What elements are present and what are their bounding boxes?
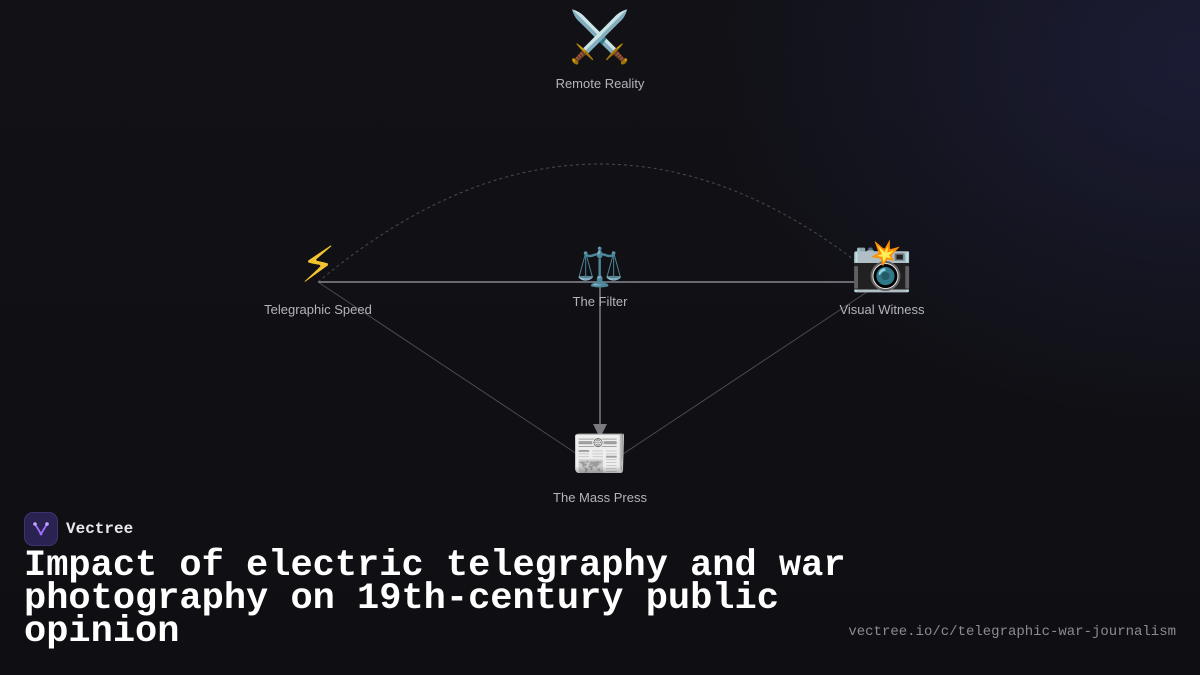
node-label: Telegraphic Speed — [264, 302, 372, 317]
page-title: Impact of electric telegraphy and war ph… — [24, 545, 846, 653]
camera-flash-icon: 📸 — [850, 236, 914, 294]
node-telegraphic-speed[interactable]: ⚡ Telegraphic Speed — [218, 240, 418, 317]
newspaper-icon: 📰 — [571, 426, 629, 480]
page-url[interactable]: vectree.io/c/telegraphic-war-journalism — [848, 624, 1176, 640]
node-label: The Mass Press — [553, 490, 647, 505]
node-label: Visual Witness — [839, 302, 925, 317]
balance-scale-icon: ⚖️ — [576, 245, 624, 289]
node-the-filter[interactable]: ⚖️ The Filter — [500, 248, 700, 309]
edge-visual-press — [613, 281, 883, 461]
node-label: Remote Reality — [555, 76, 645, 91]
brand[interactable]: Vectree — [24, 512, 133, 546]
node-visual-witness[interactable]: 📸 Visual Witness — [782, 240, 982, 317]
crossed-swords-icon: ⚔️ — [568, 8, 632, 66]
lightning-bolt-icon: ⚡ — [300, 236, 336, 294]
edge-filter-press-arrowhead — [593, 424, 607, 438]
node-the-mass-press[interactable]: 📰 The Mass Press — [500, 430, 700, 505]
brand-name: Vectree — [66, 520, 134, 538]
vectree-logo-icon — [24, 512, 58, 546]
node-label: The Filter — [572, 294, 628, 309]
node-remote-reality[interactable]: ⚔️ Remote Reality — [500, 12, 700, 91]
edge-telegraph-visual-arc — [317, 163, 883, 283]
edge-telegraph-press — [317, 281, 587, 461]
